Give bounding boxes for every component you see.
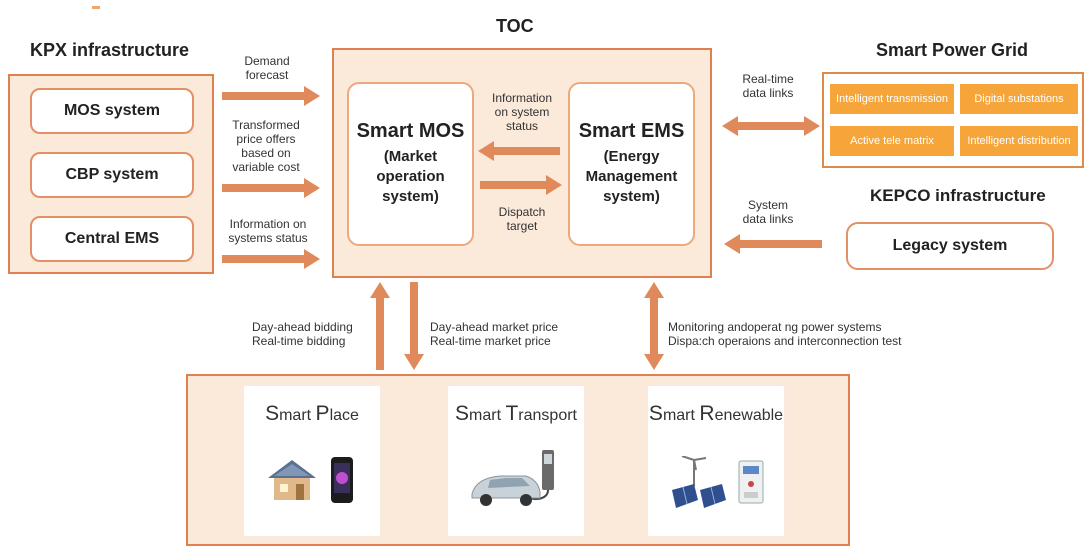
demand-forecast-arrow <box>222 86 320 106</box>
tile-intelligent-distribution: Intelligent distribution <box>960 126 1078 156</box>
house-icon <box>268 460 316 500</box>
cbp-system-box: CBP system <box>30 152 194 198</box>
systems-status-arrow <box>222 249 320 269</box>
solar-panel-icon <box>672 456 726 508</box>
smart-grid-title: Smart Power Grid <box>876 40 1029 60</box>
toc-title: TOC <box>496 16 534 36</box>
bidding-arrow <box>370 282 390 370</box>
smart-renewable-title: Smart Renewable <box>648 402 784 425</box>
smart-place-title: Smart Place <box>265 402 359 425</box>
inverter-icon <box>738 460 764 504</box>
electric-car-icon <box>471 450 554 506</box>
smart-transport-card: Smart Transport <box>448 386 584 536</box>
info-status-arrow <box>478 141 560 161</box>
smart-mos-title: Smart MOS <box>356 120 465 142</box>
market-price-arrow <box>404 282 424 370</box>
mos-system-box: MOS system <box>30 88 194 134</box>
price-offers-arrow <box>222 178 320 198</box>
smart-transport-title: Smart Transport <box>455 402 577 425</box>
system-data-links-arrow <box>724 234 822 254</box>
real-time-data-links-arrow <box>722 116 820 136</box>
central-ems-box: Central EMS <box>30 216 194 262</box>
smart-renewable-card: Smart Renewable <box>648 386 784 536</box>
smart-ems-title: Smart EMS <box>578 120 685 142</box>
decorative-mark <box>92 6 100 9</box>
kpx-title: KPX infrastructure <box>30 40 190 60</box>
monitoring-arrow <box>644 282 664 370</box>
tile-active-tele-matrix: Active tele matrix <box>830 126 954 156</box>
legacy-system-box: Legacy system <box>846 222 1054 270</box>
tile-digital-substations: Digital substations <box>960 84 1078 114</box>
kepco-title: KEPCO infrastructure <box>870 186 1046 205</box>
smart-place-card: Smart Place <box>244 386 380 536</box>
smartphone-icon <box>331 457 353 503</box>
dispatch-target-arrow <box>480 175 562 195</box>
tile-intelligent-transmission: Intelligent transmission <box>830 84 954 114</box>
